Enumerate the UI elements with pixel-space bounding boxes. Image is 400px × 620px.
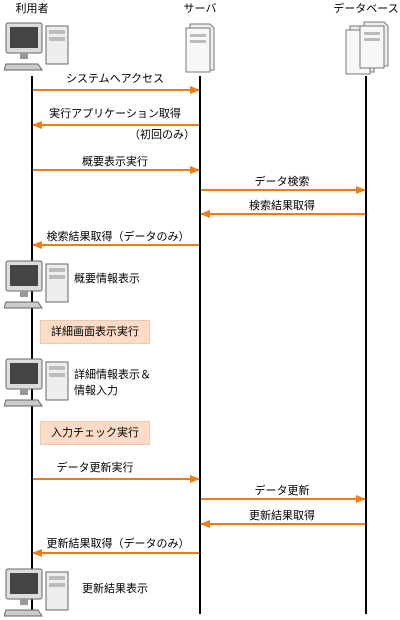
client-state-detail-line2: 情報入力 [74,384,118,397]
pc-icon [4,568,69,617]
message-label: データ更新 [254,484,310,497]
message-label: 検索結果取得（データのみ） [46,230,190,243]
message-label: システムへアクセス [65,72,165,85]
lifeline-database [365,76,367,614]
client-state-update-result: 更新結果表示 [82,582,148,595]
message-label: 検索結果取得 [249,199,315,212]
client-state-overview: 概要情報表示 [74,272,140,285]
action-box-detail-screen: 詳細画面表示実行 [40,320,150,344]
client-state-detail-line1: 詳細情報表示＆ [74,368,151,381]
message-label: データ検索 [254,175,310,188]
pc-icon [4,22,69,71]
pc-icon [4,260,69,309]
participant-server-label: サーバ [183,2,217,15]
message-label: 更新結果取得 [249,509,315,522]
pc-icon [4,358,69,407]
message-label: 更新結果取得（データのみ） [46,537,190,550]
message-label: 実行アプリケーション取得 [49,107,181,120]
message-label: 概要表示実行 [82,155,148,168]
message-note: （初回のみ） [129,128,195,141]
lifeline-user [31,76,33,614]
database-server-icon [345,21,389,75]
server-icon [185,23,215,73]
message-label: データ更新実行 [56,461,134,474]
participant-user-label: 利用者 [15,2,49,15]
participant-database-label: データベース [333,2,399,15]
action-box-input-check: 入力チェック実行 [40,421,150,445]
lifeline-server [199,76,201,614]
